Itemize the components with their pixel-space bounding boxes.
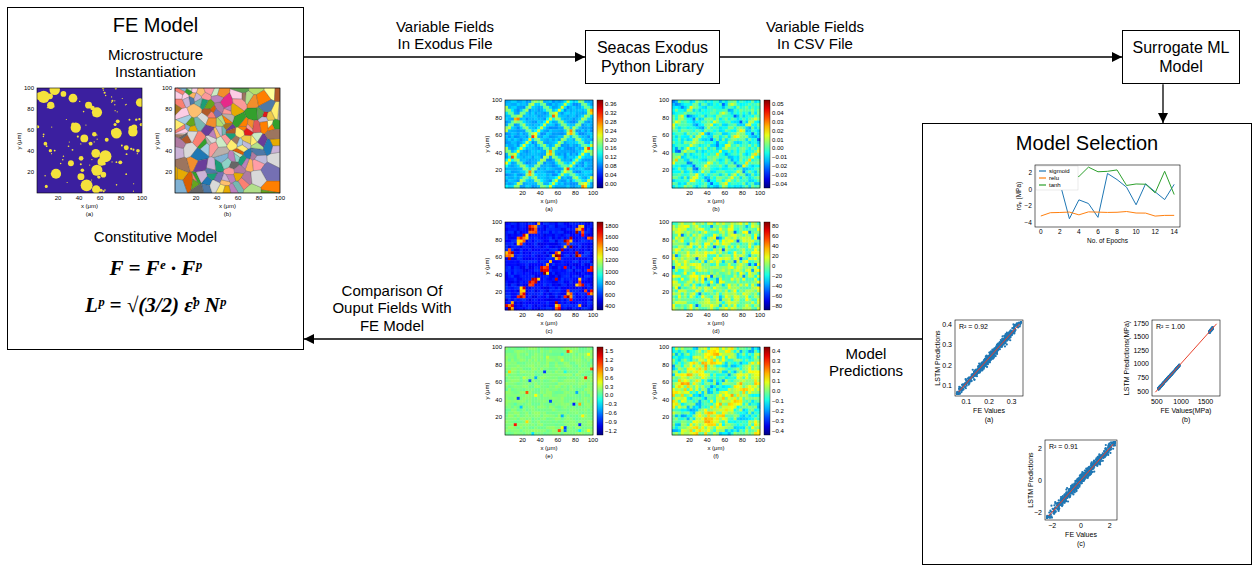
diagram-canvas: FE ModelMicrostructure InstantiationCons… — [0, 0, 1258, 571]
